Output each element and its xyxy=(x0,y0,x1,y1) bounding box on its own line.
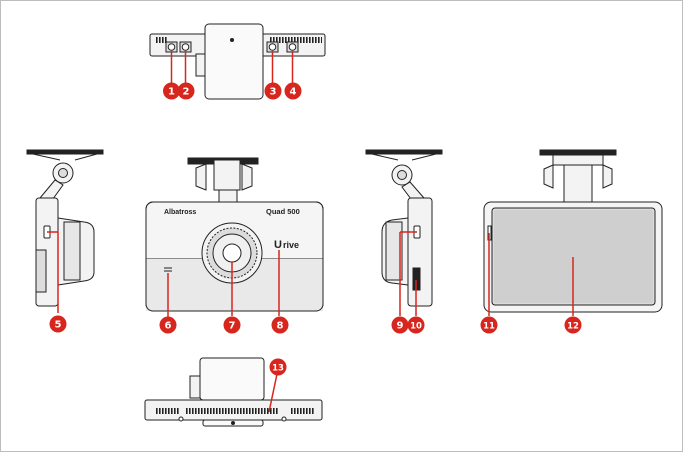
callout-10: 10 xyxy=(407,316,425,334)
svg-text:7: 7 xyxy=(229,321,236,332)
callout-3: 3 xyxy=(264,82,282,100)
svg-text:1: 1 xyxy=(168,87,175,98)
top-port-1 xyxy=(165,41,178,53)
front-view: Albatross Quad 500 U rive xyxy=(145,157,324,312)
front-logo-mark: U xyxy=(274,239,282,251)
svg-text:12: 12 xyxy=(567,322,579,332)
callout-4: 4 xyxy=(284,82,302,100)
svg-text:6: 6 xyxy=(165,321,172,332)
callout-1: 1 xyxy=(163,82,180,100)
svg-text:13: 13 xyxy=(272,364,284,374)
svg-text:10: 10 xyxy=(410,322,422,332)
callout-2: 2 xyxy=(177,82,195,100)
callout-13: 13 xyxy=(269,358,287,376)
top-view xyxy=(149,23,326,100)
svg-text:3: 3 xyxy=(270,87,277,98)
top-port-3 xyxy=(266,41,279,53)
callout-9: 9 xyxy=(391,316,409,334)
callout-11: 11 xyxy=(480,316,498,334)
callout-5: 5 xyxy=(49,315,67,333)
front-mic xyxy=(164,267,172,272)
svg-text:11: 11 xyxy=(483,322,495,332)
front-lens xyxy=(201,222,263,284)
leader-lines xyxy=(47,51,574,413)
right-side-view xyxy=(365,149,443,307)
svg-text:5: 5 xyxy=(55,320,62,331)
front-logo-text: rive xyxy=(283,240,299,250)
svg-text:9: 9 xyxy=(397,321,404,332)
front-brand-left: Albatross xyxy=(164,209,196,216)
callout-12: 12 xyxy=(564,316,582,334)
rear-view xyxy=(483,149,663,313)
left-side-view xyxy=(26,149,104,307)
callout-6: 6 xyxy=(159,316,177,334)
front-brand-right: Quad 500 xyxy=(266,207,300,216)
bottom-view xyxy=(144,357,323,427)
callout-8: 8 xyxy=(271,316,289,334)
top-port-4 xyxy=(286,41,299,53)
callout-7: 7 xyxy=(223,316,241,334)
svg-text:4: 4 xyxy=(290,87,297,98)
svg-text:2: 2 xyxy=(183,87,190,98)
top-port-2 xyxy=(179,41,192,53)
svg-text:8: 8 xyxy=(277,321,284,332)
